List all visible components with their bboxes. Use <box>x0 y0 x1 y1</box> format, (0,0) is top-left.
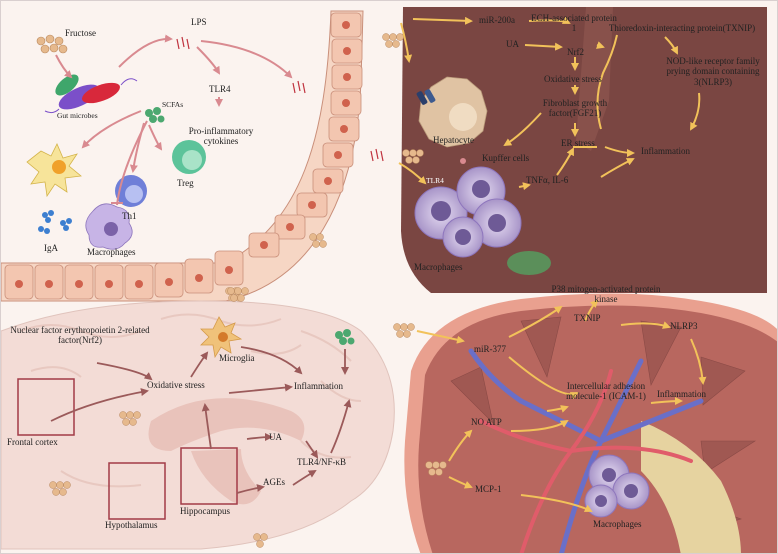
label-frontal-cortex: Frontal cortex <box>7 437 58 447</box>
gut-panel <box>1 10 364 302</box>
label-ech: ECH-associated protein 1 <box>531 13 617 34</box>
label-oxidative-stress-brain: Oxidative stress <box>147 380 205 390</box>
label-inflammation-liver: Inflammation <box>641 146 690 156</box>
macrophage-gut <box>85 203 133 250</box>
kidney-panel <box>393 293 777 553</box>
scfas-molecules <box>145 107 165 123</box>
label-tnf: TNFα, IL-6 <box>526 175 569 185</box>
hippocampus-box <box>180 447 238 505</box>
label-p38: P38 mitogen-activated protein kinase <box>551 284 661 305</box>
label-txnip-kidney: TXNIP <box>574 313 601 323</box>
label-fructose: Fructose <box>65 28 96 38</box>
hepatocyte-cell <box>418 76 488 148</box>
kidney-macrophage-cluster <box>584 454 650 518</box>
label-nrf2-brain: Nuclear factor erythropoietin 2-related … <box>10 325 150 346</box>
liver-panel <box>370 7 767 293</box>
label-inflammation-brain: Inflammation <box>294 381 343 391</box>
label-microglia: Microglia <box>219 353 255 363</box>
label-treg: Treg <box>177 178 194 188</box>
label-nrf2-liver: Nrf2 <box>567 47 584 57</box>
label-fgf21: Fibroblast growth factor(FGF21) <box>542 98 608 119</box>
label-macrophages-gut: Macrophages <box>87 247 136 257</box>
treg-cell <box>172 140 206 174</box>
epithelial-cells <box>4 12 363 300</box>
transporter-icon <box>416 89 436 105</box>
label-lps: LPS <box>191 17 207 27</box>
gut-microbes-cluster <box>44 74 138 114</box>
label-inflammation-kidney: Inflammation <box>657 389 706 399</box>
label-tlr4-nfkb: TLR4/NF-κB <box>297 457 347 467</box>
label-hypothalamus: Hypothalamus <box>105 520 158 530</box>
dendritic-cell <box>26 143 82 198</box>
frontal-cortex-box <box>17 378 75 436</box>
label-er-stress: ER stress <box>561 138 595 148</box>
label-nlrp3-kidney: NLRP3 <box>670 321 698 331</box>
iga-molecules <box>38 210 72 234</box>
label-nlrp3-liver: NOD-like receptor family prying domain c… <box>666 56 760 87</box>
label-th1: Th1 <box>122 211 137 221</box>
label-pro-inflammatory: Pro-inflammatory cytokines <box>188 126 254 147</box>
fructose-molecules <box>36 34 68 54</box>
th1-cell <box>115 175 147 207</box>
lps-icon <box>176 36 306 94</box>
microglia-cell <box>200 316 243 359</box>
label-no-atp: NO ATP <box>471 417 502 427</box>
label-mir377: miR-377 <box>474 344 507 354</box>
label-iga: IgA <box>44 243 58 253</box>
label-macrophages-liver: Macrophages <box>414 262 463 272</box>
label-oxidative-stress-liver: Oxidative stress <box>544 74 602 84</box>
label-hippocampus: Hippocampus <box>180 506 230 516</box>
label-gut-microbes: Gut microbes <box>57 111 98 120</box>
label-ages: AGEs <box>263 477 285 487</box>
label-mcp1: MCP-1 <box>475 484 502 494</box>
label-icam1: Intercellular adhesion molecule-1 (ICAM-… <box>566 381 646 402</box>
label-tlr4-liver: TLR4 <box>426 176 444 185</box>
label-kupffer: Kupffer cells <box>482 153 530 163</box>
label-macrophages-kidney: Macrophages <box>593 519 642 529</box>
label-ua-brain: UA <box>269 432 282 442</box>
label-tlr4-gut: TLR4 <box>209 84 231 94</box>
label-mir200a: miR-200a <box>479 15 515 25</box>
kupffer-macrophage-cluster <box>414 166 522 258</box>
label-ua-liver: UA <box>506 39 519 49</box>
label-scfas: SCFAs <box>162 100 184 109</box>
brain-panel <box>1 287 395 550</box>
hypothalamus-box <box>108 462 166 520</box>
label-txnip-liver: Thioredoxin-interacting protein(TXNIP) <box>608 23 756 33</box>
gallbladder <box>507 251 551 275</box>
label-hepatocyte: Hepatocyte <box>433 135 474 145</box>
